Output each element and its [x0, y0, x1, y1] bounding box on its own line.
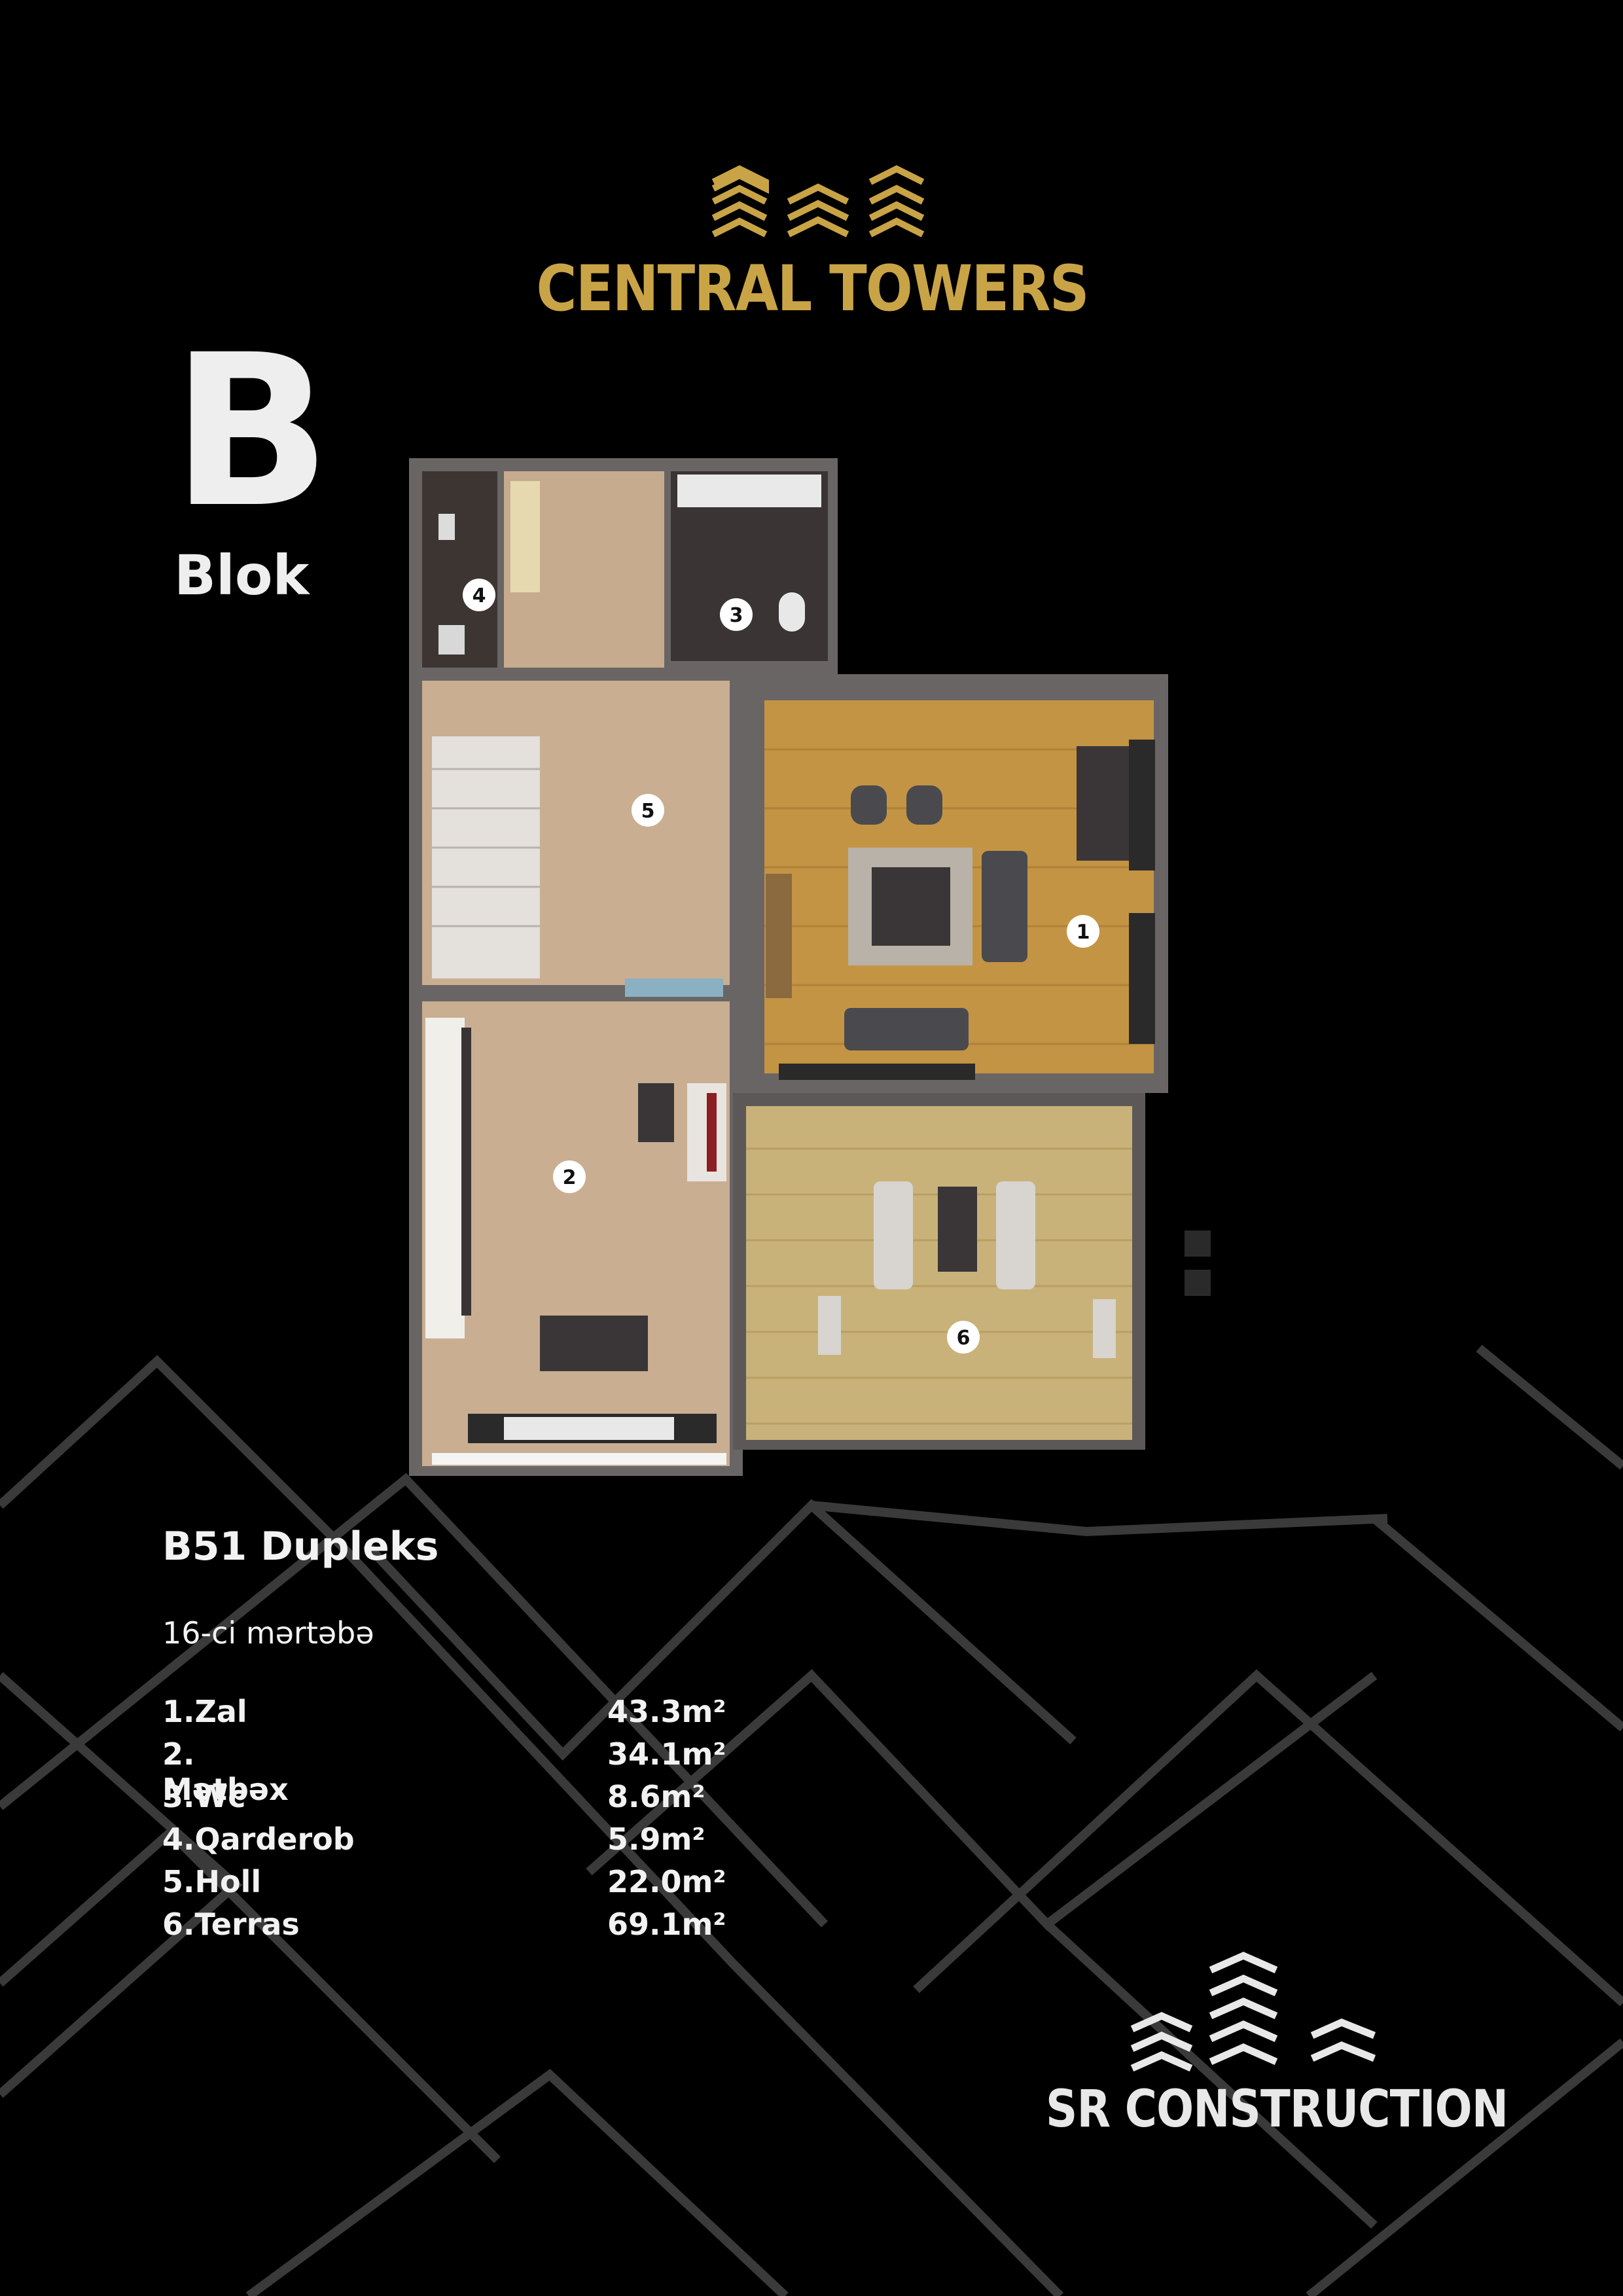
room-marker-4: 4	[473, 584, 486, 607]
room-terras	[746, 1106, 1132, 1440]
unit-title: B51 Dupleks	[162, 1524, 439, 1570]
room-name: 1.Zal	[162, 1694, 247, 1729]
room-marker-5: 5	[641, 800, 655, 823]
room-marker-1: 1	[1077, 921, 1090, 944]
room-metbex	[422, 1001, 730, 1466]
room-markers: 1 2 3 4 5 6	[463, 579, 1099, 1354]
chevron-towers-logo-icon	[711, 165, 925, 238]
room-area: 34.1m²	[607, 1736, 726, 1772]
block-letter: B	[171, 310, 331, 554]
sr-chevron-logo-icon	[1130, 1951, 1376, 2072]
room-marker-6: 6	[957, 1327, 971, 1350]
room-marker-2: 2	[563, 1166, 577, 1189]
brand-title: CENTRAL TOWERS	[536, 252, 1090, 325]
floor-plan: 1 2 3 4 5 6	[409, 458, 1211, 1476]
room-area: 5.9m²	[607, 1821, 705, 1857]
room-area: 69.1m²	[607, 1907, 726, 1942]
room-name: 5.Holl	[162, 1864, 262, 1899]
block-label: Blok	[174, 543, 310, 607]
room-area: 43.3m²	[607, 1694, 726, 1729]
room-area: 8.6m²	[607, 1779, 705, 1814]
room-name: 6.Terras	[162, 1907, 300, 1942]
floor-label: 16-ci mərtəbə	[162, 1615, 374, 1651]
room-name: 2. Mətbəx	[162, 1736, 289, 1807]
developer-name: SR CONSTRUCTION	[1046, 2080, 1508, 2139]
room-name: 3.Wc	[162, 1779, 246, 1814]
room-marker-3: 3	[730, 604, 743, 627]
room-area: 22.0m²	[607, 1864, 726, 1899]
room-name: 4.Qarderob	[162, 1821, 355, 1857]
